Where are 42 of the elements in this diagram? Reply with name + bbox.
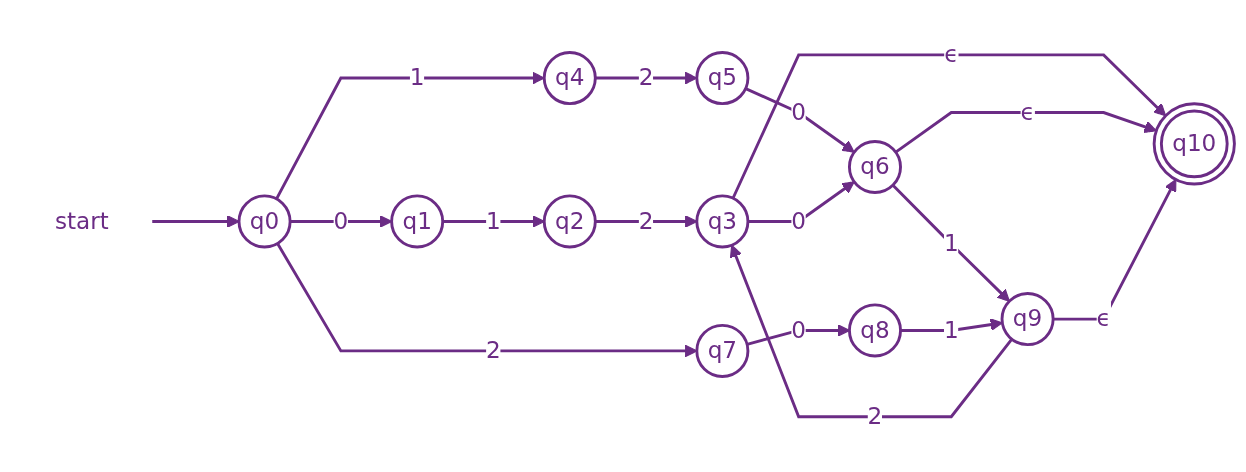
arrow	[595, 215, 698, 228]
node-circle: q0	[237, 194, 292, 249]
edge-label: 1	[486, 207, 501, 235]
arrow	[152, 215, 240, 228]
arrow	[894, 111, 1157, 154]
node-circle: q6	[847, 140, 902, 195]
arrow	[276, 242, 698, 358]
arrow	[731, 53, 1167, 200]
arrow	[442, 215, 545, 228]
arrow	[746, 324, 850, 346]
arrow	[729, 244, 1013, 419]
node-circle: q9	[1000, 292, 1055, 347]
node-circle: q1	[390, 194, 445, 249]
node-circle: q4	[542, 51, 597, 106]
edge-label: 0	[791, 98, 807, 126]
arrow	[900, 318, 1003, 333]
edge-label: 2	[486, 336, 501, 365]
edge-label: 2	[638, 207, 654, 235]
node-text: start	[54, 207, 109, 235]
edge-label: 0	[333, 207, 349, 235]
edge-label: 0	[791, 316, 807, 344]
edge-label: 0	[791, 207, 807, 235]
edge-label: ϵ	[944, 40, 959, 69]
edge-label: ϵ	[1020, 98, 1035, 126]
node-circle: q7	[695, 324, 750, 379]
arrow	[1053, 179, 1177, 321]
node-circle: q10	[1152, 102, 1236, 186]
edge-label: 1	[943, 316, 959, 344]
arrow	[275, 71, 545, 200]
arrow	[891, 184, 1010, 302]
edge-label: 2	[638, 63, 654, 92]
node-circle: q3	[695, 194, 750, 249]
arrow	[595, 71, 698, 85]
node-circle: q8	[847, 303, 902, 358]
edge-label: 1	[943, 229, 959, 258]
node-circle: q5	[695, 51, 750, 106]
edge-label: 2	[867, 402, 883, 430]
arrow	[747, 181, 855, 224]
edge-label: 1	[409, 63, 425, 92]
node-circle: q2	[542, 194, 597, 249]
arrow	[745, 87, 855, 153]
edge-label: ϵ	[1096, 304, 1111, 333]
